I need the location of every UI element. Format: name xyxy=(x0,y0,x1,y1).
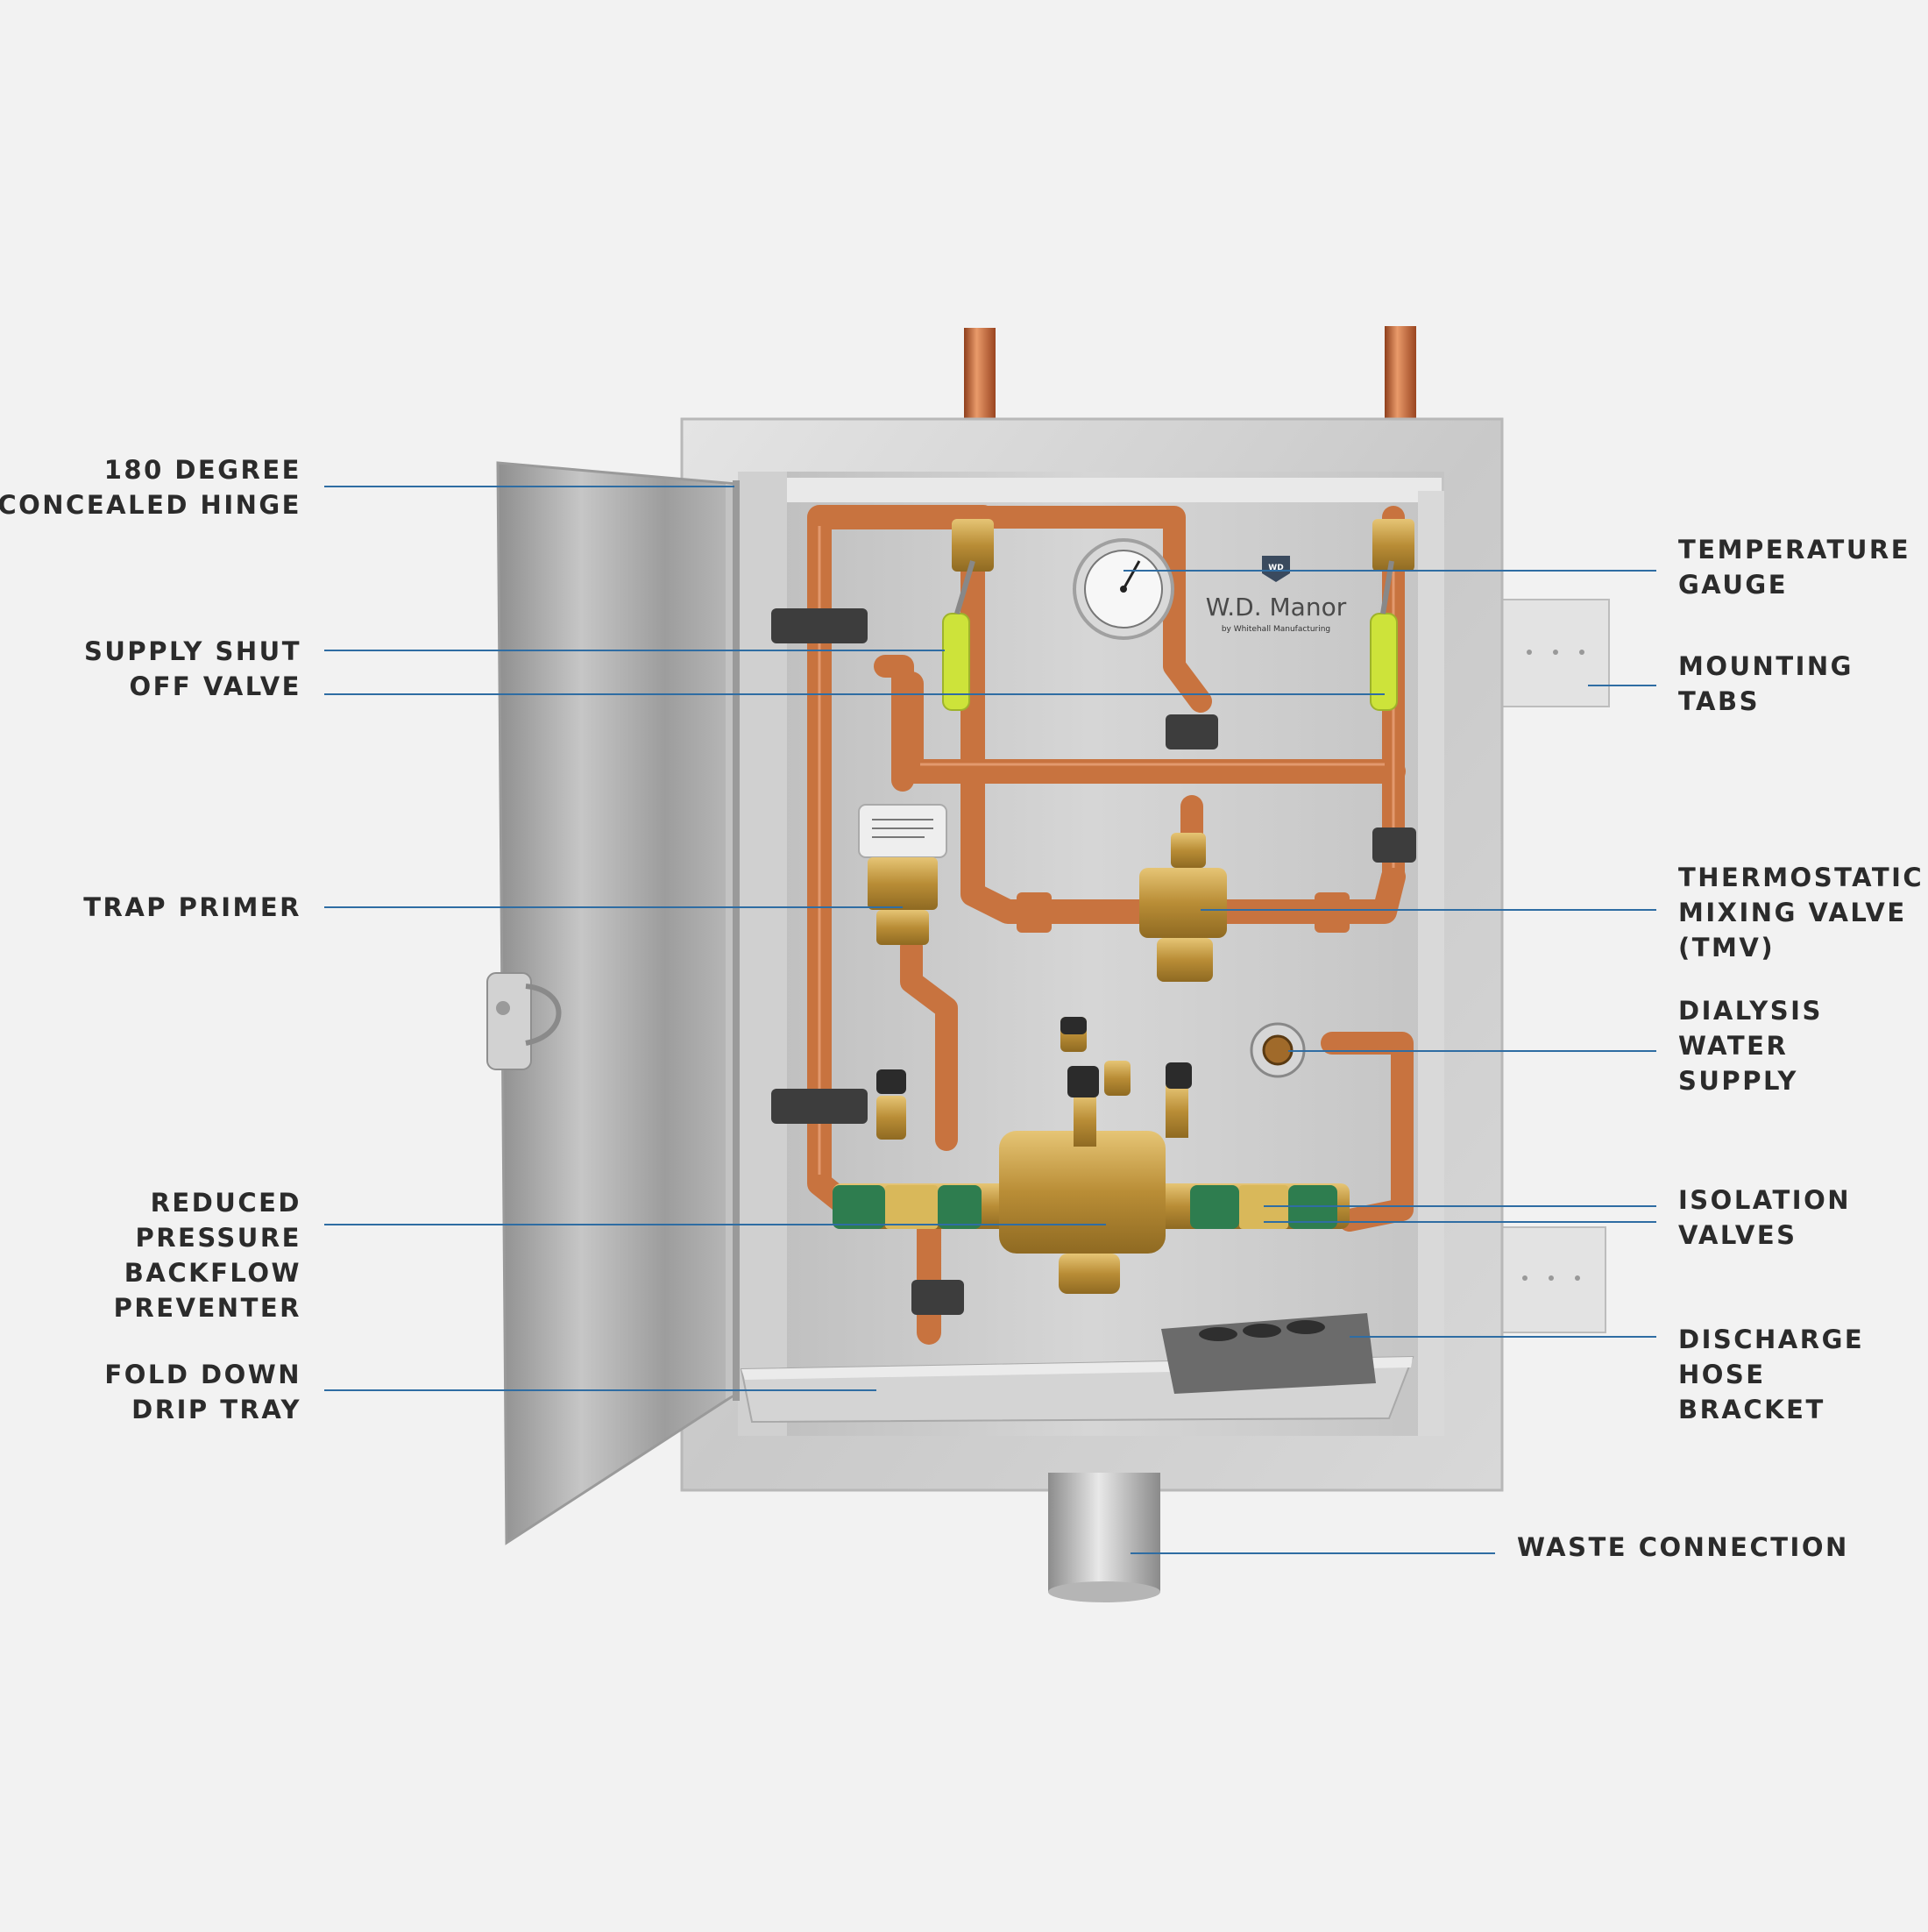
callout-isolation-valves: ISOLATION VALVES xyxy=(1678,1185,1851,1250)
mounting-tab-upper xyxy=(1499,599,1610,707)
mounting-tab-lower xyxy=(1499,1226,1606,1333)
cabinet-door xyxy=(496,461,738,1545)
temperature-gauge xyxy=(1073,538,1174,640)
discharge-hose-bracket xyxy=(1161,1313,1376,1394)
door-latch xyxy=(486,972,562,1070)
callout-waste-connection: WASTE CONNECTION xyxy=(1517,1532,1849,1562)
callout-backflow-preventer: REDUCED PRESSURE BACKFLOW PREVENTER xyxy=(113,1188,301,1323)
callout-mounting-tabs: MOUNTING TABS xyxy=(1678,651,1854,716)
callout-temperature-gauge: TEMPERATURE GAUGE xyxy=(1678,535,1911,600)
top-copper-stub-right xyxy=(1385,326,1416,424)
brand-logo: WD xyxy=(1262,556,1290,582)
callout-supply-shutoff-valve: SUPPLY SHUT OFF VALVE xyxy=(84,636,301,701)
brand-subtitle: by Whitehall Manufacturing xyxy=(1222,625,1330,634)
callout-dialysis-water-supply: DIALYSIS WATER SUPPLY xyxy=(1678,996,1823,1096)
callout-drip-tray: FOLD DOWN DRIP TRAY xyxy=(104,1360,301,1424)
leader-lines xyxy=(324,486,1656,1554)
trap-primer xyxy=(858,804,947,945)
callout-discharge-hose-bracket: DISCHARGE HOSE BRACKET xyxy=(1678,1325,1865,1424)
top-copper-stub-left xyxy=(964,328,996,424)
brand-name: W.D. Manor xyxy=(1206,593,1347,622)
callout-mixing-valve: THERMOSTATIC MIXING VALVE (TMV) xyxy=(1678,863,1924,962)
callout-concealed-hinge: 180 DEGREE CONCEALED HINGE xyxy=(0,455,301,520)
concealed-hinge xyxy=(733,480,740,1401)
callout-trap-primer: TRAP PRIMER xyxy=(83,892,301,922)
supply-shutoff-valve-right xyxy=(1370,519,1414,711)
supply-shutoff-valve-left xyxy=(942,519,994,711)
waste-connection xyxy=(1048,1473,1160,1602)
brand-logo-text: WD xyxy=(1268,564,1283,572)
thermostatic-mixing-valve xyxy=(1017,833,1350,982)
isolation-valve-left xyxy=(833,1185,982,1229)
